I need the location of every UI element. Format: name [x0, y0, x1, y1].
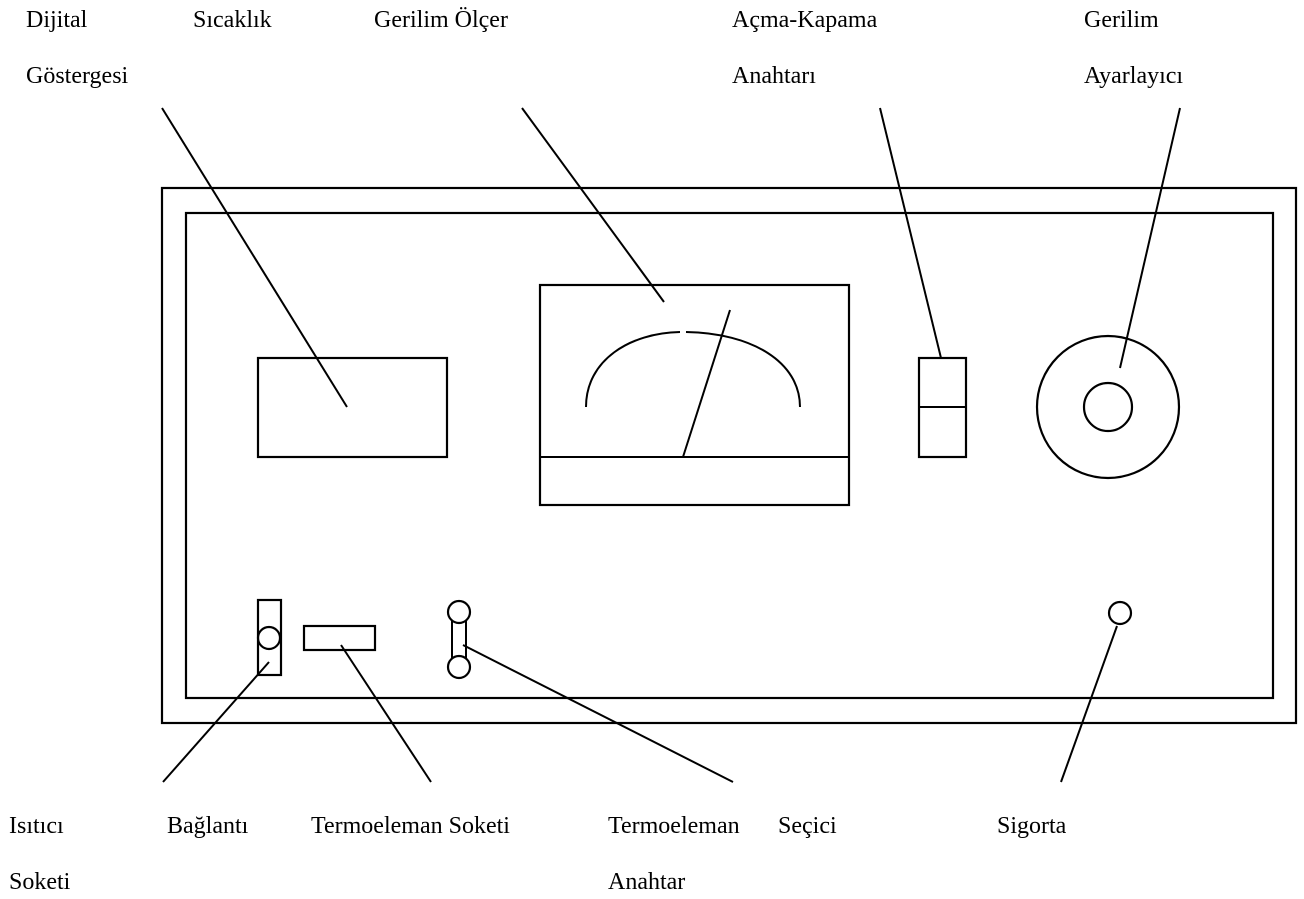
knob-outer-ring: [1035, 334, 1181, 480]
label-heater-2: Bağlantı: [167, 813, 249, 839]
voltmeter: [538, 283, 851, 507]
leader-heater-socket: [162, 661, 270, 783]
voltmeter-body: [538, 283, 851, 507]
label-heater-3: Soketi: [9, 869, 71, 895]
thermocouple-selector: [446, 599, 472, 680]
label-digital-2: Sıcaklık: [193, 7, 272, 33]
selector-top-terminal: [446, 599, 472, 625]
selector-bottom-terminal: [446, 654, 472, 680]
device-inner-panel: [184, 211, 1275, 700]
leader-thermocouple-socket: [340, 644, 432, 783]
heater-socket-body: [256, 598, 283, 677]
heater-socket: [256, 598, 283, 677]
label-regulator-1: Gerilim: [1084, 7, 1159, 33]
leader-voltmeter: [521, 107, 665, 303]
label-switch-2: Anahtarı: [732, 63, 816, 89]
label-selector-3: Anahtar: [608, 869, 685, 895]
voltmeter-scale-arc-left: [585, 331, 681, 408]
power-switch: [917, 356, 968, 459]
leader-voltage-regulator: [1119, 107, 1181, 369]
label-selector-1: Termoeleman: [608, 813, 740, 839]
heater-socket-hole: [256, 625, 282, 651]
digital-display: [256, 356, 449, 459]
label-voltmeter: Gerilim Ölçer: [374, 7, 508, 33]
device-outer-frame: [160, 186, 1298, 725]
voltage-regulator-knob: [1035, 334, 1181, 480]
label-selector-2: Seçici: [778, 813, 837, 839]
label-switch-1: Açma-Kapama: [732, 7, 878, 33]
thermocouple-socket: [302, 624, 377, 652]
leader-fuse: [1060, 625, 1118, 783]
leader-thermocouple-selector: [462, 644, 734, 783]
label-tc-socket: Termoeleman Soketi: [311, 813, 510, 839]
voltmeter-needle: [682, 309, 731, 458]
label-digital-3: Göstergesi: [26, 63, 129, 89]
leader-power-switch: [879, 107, 942, 359]
voltmeter-scale-arc-right: [685, 331, 801, 408]
label-regulator-2: Ayarlayıcı: [1084, 63, 1183, 89]
knob-center: [1082, 381, 1134, 433]
label-fuse: Sigorta: [997, 813, 1067, 839]
label-digital-1: Dijital: [26, 7, 88, 33]
fuse: [1107, 600, 1133, 626]
leader-digital-display: [161, 107, 348, 408]
label-heater-1: Isıtıcı: [9, 813, 64, 839]
